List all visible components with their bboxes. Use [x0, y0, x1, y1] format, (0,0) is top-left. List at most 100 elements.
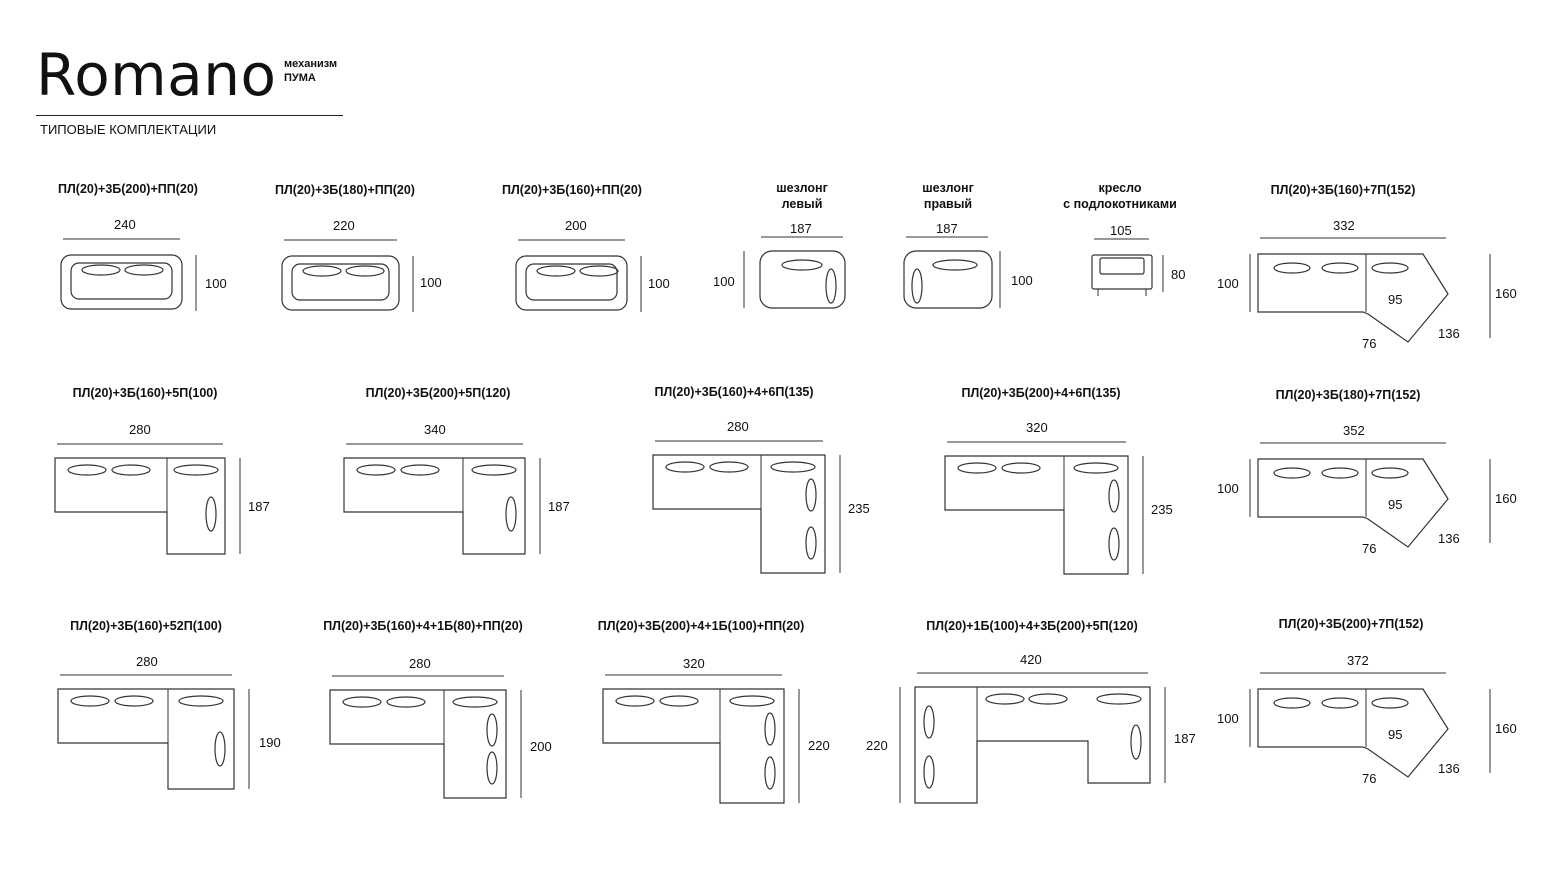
- diagonal-dim-6: 136: [1438, 326, 1460, 341]
- corner-sofa-outline: [343, 457, 526, 555]
- width-dim-10: 320: [1026, 420, 1048, 435]
- cushion: [1108, 527, 1120, 561]
- config-label-13: ПЛ(20)+3Б(160)+4+1Б(80)+ПП(20): [323, 618, 523, 634]
- height-dim-6: 160: [1495, 286, 1517, 301]
- cushion: [825, 268, 837, 304]
- cushion: [1321, 262, 1359, 274]
- corner-sofa-outline: [602, 688, 785, 804]
- width-dim-13: 280: [409, 656, 431, 671]
- width-dim-16: 372: [1347, 653, 1369, 668]
- mechanism-line-1: механизм: [284, 58, 338, 70]
- config-label-8: ПЛ(20)+3Б(200)+5П(120): [366, 385, 511, 401]
- corner-sofa-outline: [652, 454, 826, 574]
- width-dim-3: 187: [790, 221, 812, 236]
- depth-dim-2: 100: [648, 276, 670, 291]
- depth-dim-7: 187: [248, 499, 270, 514]
- cushion: [805, 478, 817, 512]
- cushion: [124, 264, 164, 276]
- width-dim-9: 280: [727, 419, 749, 434]
- cushion: [1371, 467, 1409, 479]
- config-label-15-line: ПЛ(20)+1Б(100)+4+3Б(200)+5П(120): [926, 619, 1138, 633]
- side-dim-6: 76: [1362, 336, 1377, 351]
- config-label-13-line: ПЛ(20)+3Б(160)+4+1Б(80)+ПП(20): [323, 619, 523, 633]
- corner-sofa-outline: [329, 689, 507, 799]
- depth-dim-0: 100: [205, 276, 227, 291]
- config-label-16-line: ПЛ(20)+3Б(200)+7П(152): [1278, 617, 1424, 631]
- cushion: [1273, 697, 1311, 709]
- cushion: [214, 731, 226, 767]
- height-dim-11: 160: [1495, 491, 1517, 506]
- cushion: [923, 755, 935, 789]
- config-label-14-line: ПЛ(20)+3Б(200)+4+1Б(100)+ПП(20): [597, 619, 805, 633]
- cushion: [536, 265, 576, 277]
- cushion: [1273, 262, 1311, 274]
- cushion: [1273, 467, 1311, 479]
- config-label-5-line: с подлокотниками: [1063, 197, 1177, 211]
- sofa-seat: [291, 263, 390, 301]
- depth-dim-6: 100: [1217, 276, 1239, 291]
- cushion: [923, 705, 935, 739]
- cushion: [111, 464, 151, 476]
- cushion: [505, 496, 517, 532]
- depth-dim-3: 100: [713, 274, 735, 289]
- cushion: [957, 462, 997, 474]
- inner-dim-11: 95: [1388, 497, 1403, 512]
- height-dim-16: 160: [1495, 721, 1517, 736]
- depth-dim-11: 100: [1217, 481, 1239, 496]
- width-dim-12: 280: [136, 654, 158, 669]
- cushion: [805, 526, 817, 560]
- config-label-4-line: шезлонг: [922, 181, 974, 195]
- armchair-outline: [1091, 254, 1153, 290]
- depth-dim-5: 80: [1171, 267, 1186, 282]
- cushion: [356, 464, 396, 476]
- cushion: [709, 461, 749, 473]
- cushion: [764, 756, 776, 790]
- config-label-5-line: кресло: [1098, 181, 1142, 195]
- config-label-10: ПЛ(20)+3Б(200)+4+6П(135): [961, 385, 1120, 401]
- config-label-1-line: ПЛ(20)+3Б(180)+ПП(20): [275, 183, 415, 197]
- cushion: [471, 464, 517, 476]
- width-dim-1: 220: [333, 218, 355, 233]
- armchair-seat: [1099, 257, 1145, 275]
- sofa-seat: [70, 262, 173, 300]
- cushion: [1321, 467, 1359, 479]
- config-label-4-line: правый: [923, 197, 973, 211]
- brand-title: Romano: [36, 41, 277, 109]
- sofa-outline: [281, 255, 400, 311]
- cushion: [1371, 697, 1409, 709]
- side-dim-11: 76: [1362, 541, 1377, 556]
- inner-dim-16: 95: [1388, 727, 1403, 742]
- cushion: [1108, 479, 1120, 513]
- diagonal-dim-16: 136: [1438, 761, 1460, 776]
- cushion: [729, 695, 775, 707]
- cushion: [659, 695, 699, 707]
- depth-dim-9: 235: [848, 501, 870, 516]
- corner-sofa-outline: [1257, 688, 1449, 778]
- depth-dim-1: 100: [420, 275, 442, 290]
- cushion: [764, 712, 776, 746]
- config-label-9: ПЛ(20)+3Б(160)+4+6П(135): [654, 384, 813, 400]
- depth-dim-13: 200: [530, 739, 552, 754]
- cushion: [486, 751, 498, 785]
- config-label-8-line: ПЛ(20)+3Б(200)+5П(120): [365, 386, 511, 400]
- width-dim-4: 187: [936, 221, 958, 236]
- cushion: [1321, 697, 1359, 709]
- cushion: [665, 461, 705, 473]
- cushion: [1028, 693, 1068, 705]
- chaise-outline: [903, 250, 993, 309]
- width-dim-2: 200: [565, 218, 587, 233]
- cushion: [70, 695, 110, 707]
- depth-dim-4: 100: [1011, 273, 1033, 288]
- corner-sofa-outline: [1257, 253, 1449, 343]
- config-label-15: ПЛ(20)+1Б(100)+4+3Б(200)+5П(120): [926, 618, 1138, 634]
- cushion: [173, 464, 219, 476]
- cushion: [579, 265, 619, 277]
- width-dim-8: 340: [424, 422, 446, 437]
- cushion: [302, 265, 342, 277]
- config-label-6: ПЛ(20)+3Б(160)+7П(152): [1271, 182, 1416, 198]
- cushion: [345, 265, 385, 277]
- width-dim-6: 332: [1333, 218, 1355, 233]
- mechanism-line-2: ПУМА: [284, 72, 316, 84]
- cushion: [178, 695, 224, 707]
- config-label-16: ПЛ(20)+3Б(200)+7П(152): [1279, 616, 1424, 632]
